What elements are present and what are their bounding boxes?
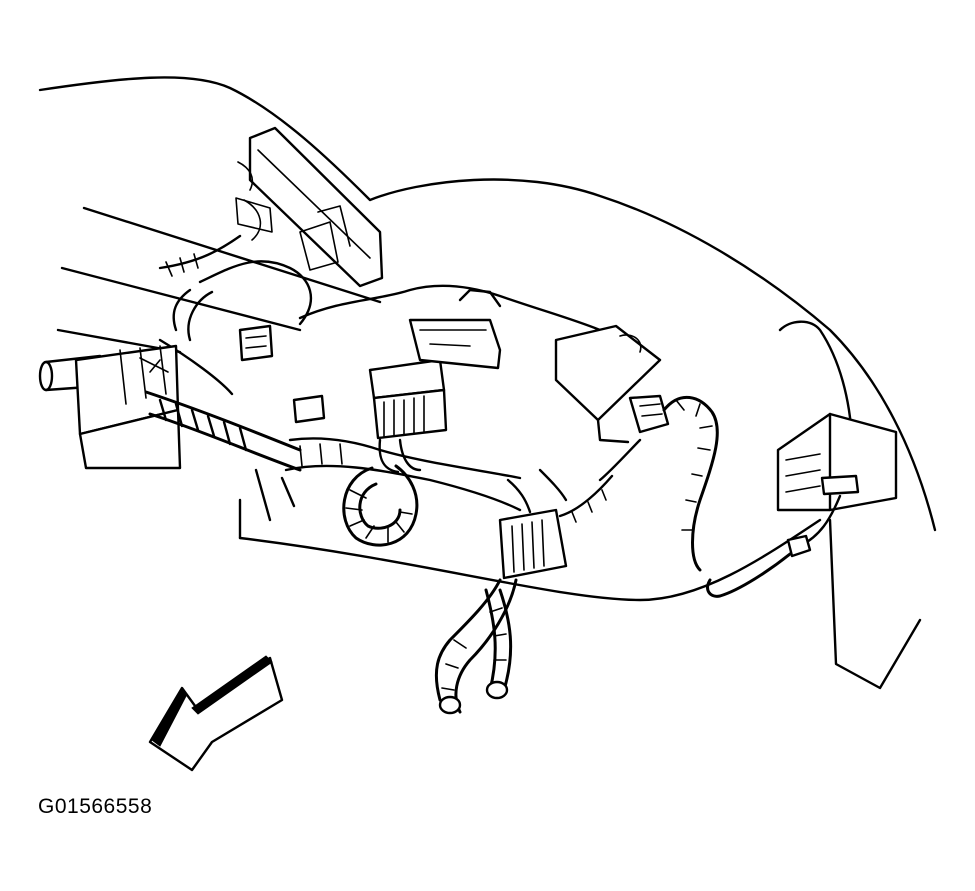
left-connector-block — [38, 344, 182, 470]
instrument-cluster — [235, 126, 384, 288]
upper-harness — [158, 234, 312, 396]
forward-arrow-icon — [148, 655, 284, 772]
center-connectors — [238, 324, 448, 474]
lower-center-connector — [434, 468, 568, 715]
figure-code-label: G01566558 — [38, 795, 153, 818]
main-harness-bundle — [144, 390, 522, 522]
right-harness — [558, 395, 719, 572]
right-connector-box — [706, 320, 922, 690]
harness-loop — [342, 464, 419, 547]
center-module — [298, 284, 670, 444]
